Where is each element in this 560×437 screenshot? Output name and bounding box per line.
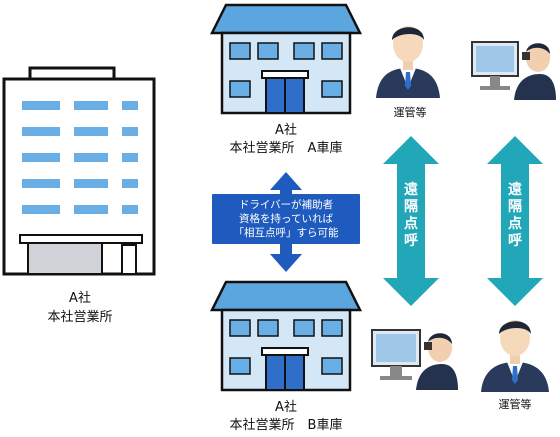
- operator-person-icon: [376, 26, 440, 98]
- driver-at-screen-icon: [371, 329, 458, 390]
- operator-bottom-label: 運管等: [498, 398, 532, 411]
- operator-person-icon: [481, 320, 549, 392]
- remote-rollcall-arrow-icon: [487, 136, 543, 306]
- office-building-icon: [2, 66, 156, 276]
- remote-rollcall-label-left: 遠隔点呼: [404, 182, 418, 249]
- garage-a-office-label: 本社営業所 A車庫: [229, 141, 343, 156]
- garage-building-icon: [209, 3, 363, 115]
- garage-building-icon: [209, 280, 363, 392]
- mutual-rollcall-note: ドライバーが補助者 資格を持っていれば 「相互点呼」すら可能: [212, 194, 360, 244]
- hq-office-label: 本社営業所: [47, 310, 113, 325]
- garage-a-company-label: A社: [275, 123, 297, 138]
- hq-company-label: A社: [69, 291, 91, 306]
- operator-top-label: 運管等: [393, 106, 427, 119]
- garage-b-company-label: A社: [275, 400, 297, 415]
- remote-rollcall-label-right: 遠隔点呼: [508, 182, 522, 249]
- driver-at-screen-icon: [471, 41, 556, 100]
- remote-rollcall-arrow-icon: [383, 136, 439, 306]
- garage-b-office-label: 本社営業所 B車庫: [229, 418, 343, 433]
